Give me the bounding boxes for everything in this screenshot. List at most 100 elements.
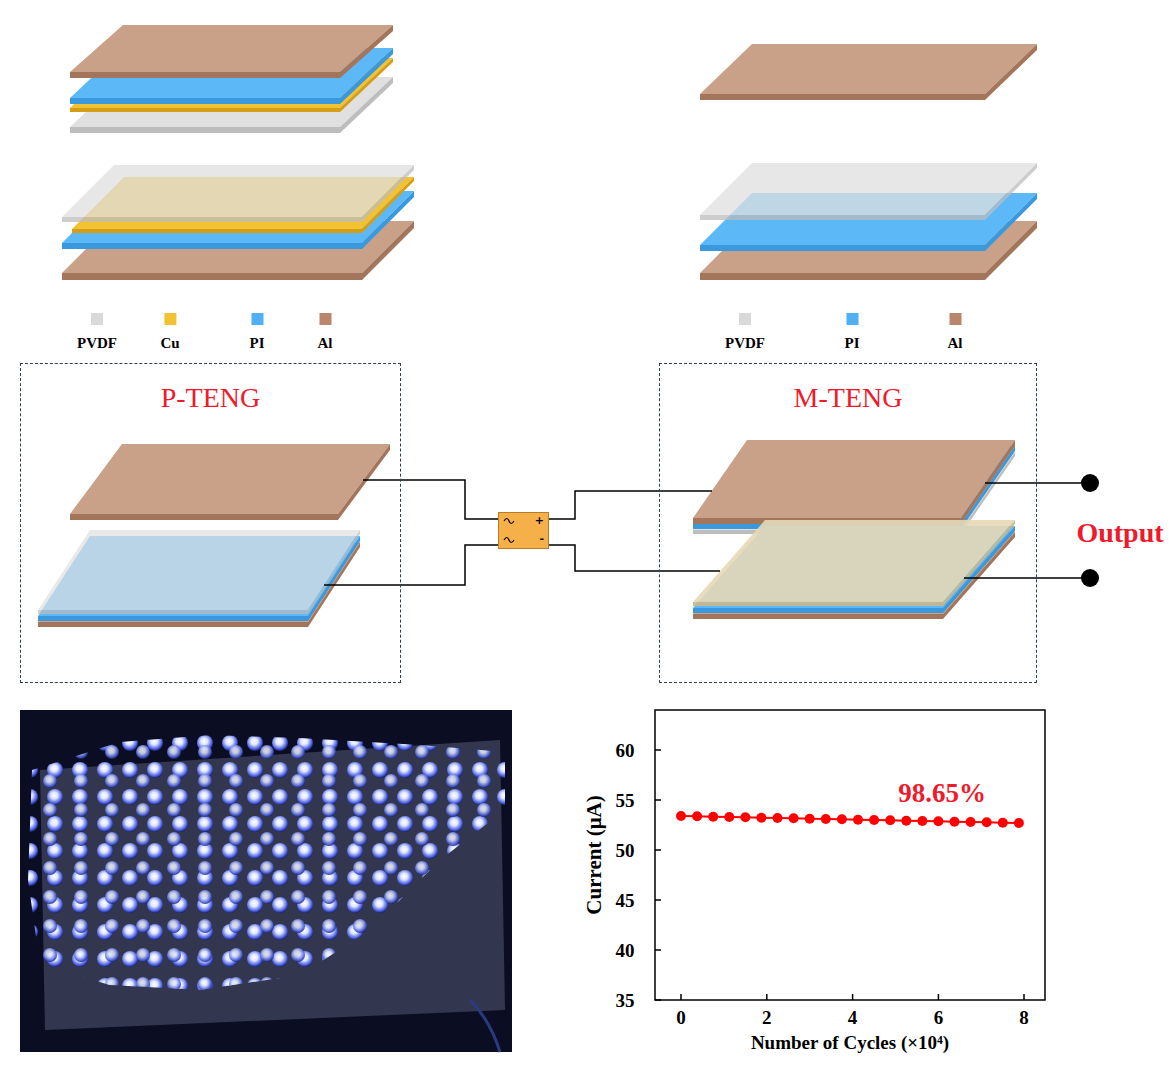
plate-front [693, 614, 943, 619]
data-point [950, 817, 960, 827]
plate-side [961, 440, 1015, 524]
tick-label: 55 [616, 791, 635, 810]
plate-top [700, 44, 1037, 94]
plate-front [700, 215, 985, 220]
legend-item: PVDF [77, 313, 117, 352]
legend-item: PI [250, 313, 265, 352]
data-point [676, 811, 686, 821]
plate-top [62, 165, 414, 217]
layer-plate [693, 440, 1015, 524]
data-point [789, 813, 799, 823]
legend-text: PI [250, 335, 265, 352]
tick-label: 0 [676, 1008, 686, 1027]
plate-front [62, 217, 362, 222]
tick [655, 799, 661, 801]
plate-front [700, 245, 985, 251]
legend-text: Cu [160, 335, 179, 352]
tick-label: 35 [616, 991, 635, 1010]
plate-front [62, 273, 362, 280]
legend-item: Al [318, 313, 333, 352]
photo-background [20, 710, 512, 1052]
panel-title: M-TENG [794, 382, 903, 414]
plate-front [70, 108, 340, 112]
tick [938, 994, 940, 1000]
plate-top [70, 25, 393, 72]
plate-top [693, 440, 1015, 518]
led-grid [20, 710, 512, 1052]
data-point [773, 813, 783, 823]
tick [1023, 994, 1025, 1000]
plate-front [70, 514, 338, 520]
plot-frame [655, 710, 1045, 1000]
data-point [708, 812, 718, 822]
data-point [982, 817, 992, 827]
data-point [821, 814, 831, 824]
data-point [1014, 818, 1024, 828]
plate-side [985, 44, 1037, 100]
tick-label: 6 [934, 1008, 944, 1027]
data-point [869, 815, 879, 825]
layer-plate [38, 530, 360, 614]
axis-title: Number of Cycles (×10⁴) [751, 1033, 949, 1052]
data-point [756, 813, 766, 823]
legend-item: Al [948, 313, 963, 352]
plate-top [70, 444, 390, 514]
data-point [933, 816, 943, 826]
tick [680, 994, 682, 1000]
data-point [837, 814, 847, 824]
plate-side [308, 530, 360, 614]
tick-label: 60 [616, 741, 635, 760]
output-wire [985, 482, 1090, 484]
legend-swatch [319, 313, 331, 325]
plate-front [38, 610, 308, 614]
output-label: Output [1076, 519, 1163, 547]
legend-text: PI [845, 335, 860, 352]
tick-label: 45 [616, 891, 635, 910]
tick [655, 949, 661, 951]
plate-front [700, 94, 985, 100]
output-terminal [1081, 474, 1099, 492]
data-point [740, 812, 750, 822]
layer-plate [700, 163, 1037, 220]
legend-swatch [164, 313, 176, 325]
tick-label: 50 [616, 841, 635, 860]
data-point [998, 818, 1008, 828]
tick [655, 849, 661, 851]
plate-front [38, 616, 308, 621]
plate-top [700, 163, 1037, 215]
ac-wave [504, 519, 514, 524]
wire-connector [401, 480, 498, 519]
data-point [853, 815, 863, 825]
plate-top [693, 520, 1015, 602]
plate-front [38, 622, 308, 627]
layer-plate [62, 221, 414, 280]
legend-text: PVDF [725, 335, 765, 352]
plate-front [700, 273, 985, 280]
x-ticks [681, 994, 1024, 1000]
plate-side [338, 444, 390, 520]
data-point [724, 812, 734, 822]
output-wire [964, 577, 1090, 579]
retention-value: 98.65% [898, 780, 986, 807]
tick-label: 8 [1019, 1008, 1029, 1027]
teng-panel: P-TENG [20, 363, 401, 683]
legend-text: Al [948, 335, 963, 352]
led-array [20, 710, 512, 1052]
layer-plate [693, 520, 1015, 606]
tick [655, 749, 661, 751]
legend-item: PVDF [725, 313, 765, 352]
plate-front [72, 229, 362, 233]
output-terminal [1081, 569, 1099, 587]
plate-front [70, 127, 340, 133]
legend-swatch [91, 313, 103, 325]
legend-swatch [739, 313, 751, 325]
tick [655, 899, 661, 901]
plate-side [362, 165, 414, 222]
wire [363, 479, 401, 481]
wire-connector [549, 545, 659, 571]
teng-panel: M-TENG [659, 363, 1037, 683]
wire [659, 490, 712, 492]
